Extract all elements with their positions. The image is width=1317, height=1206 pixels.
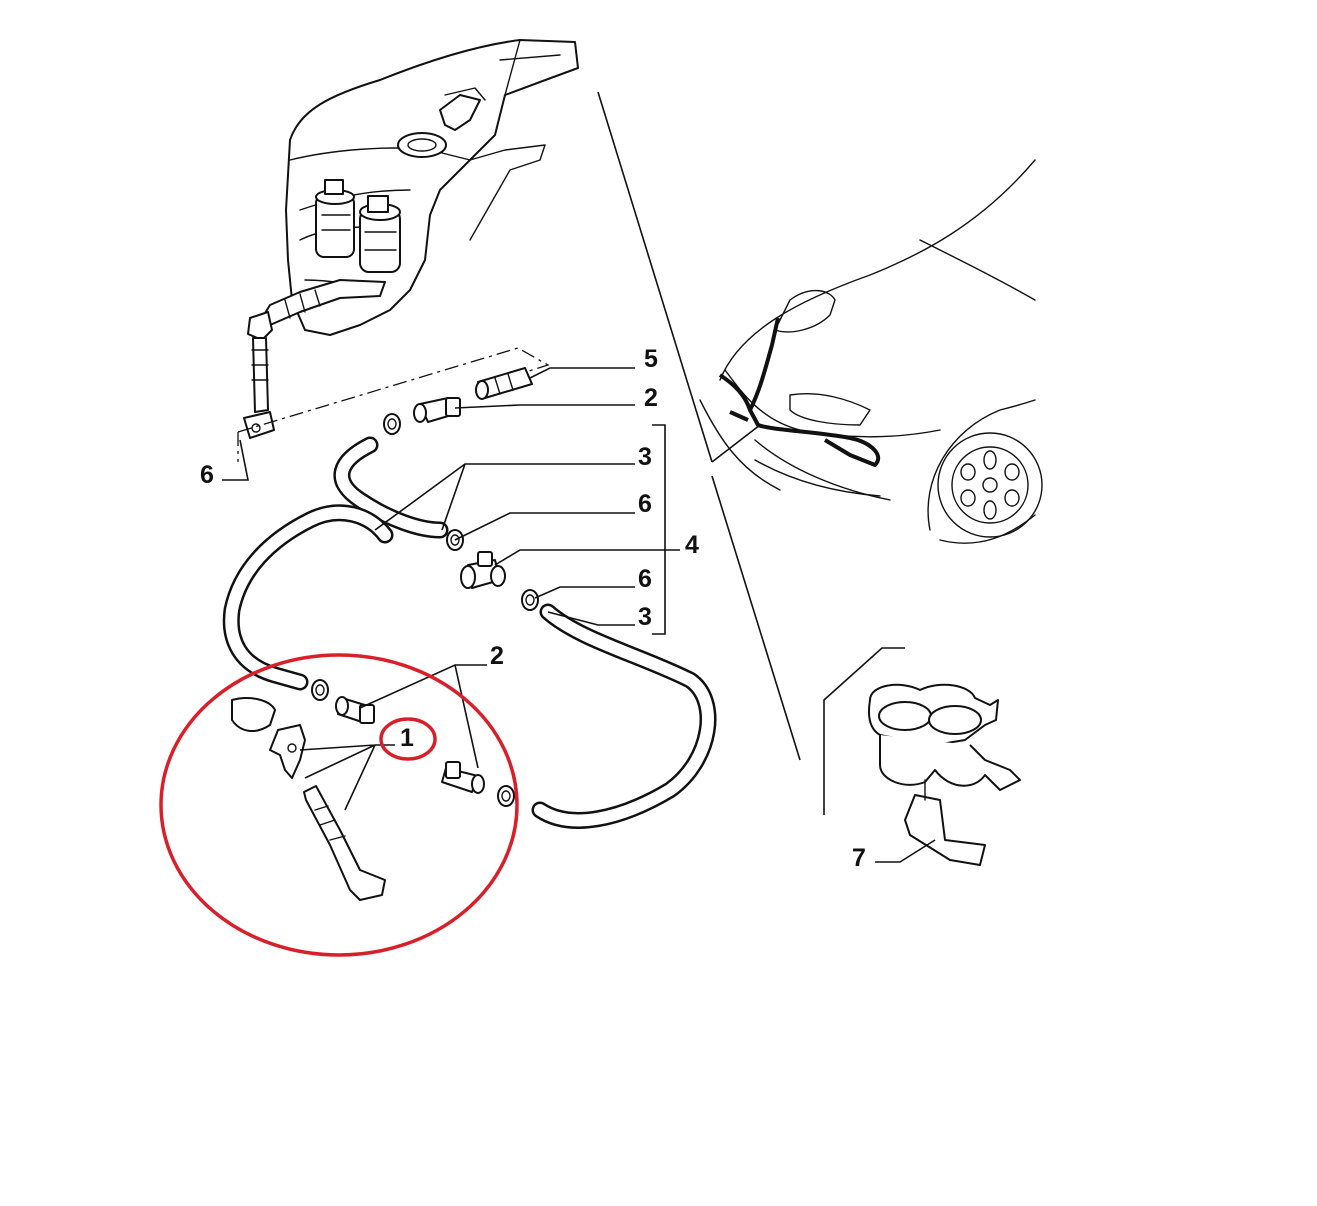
callout-5: 5 — [644, 345, 658, 373]
washer-pump-left — [315, 179, 355, 258]
red-highlight-markup — [159, 653, 519, 957]
hose-upper-short — [333, 436, 449, 539]
callout-2-lower: 2 — [490, 642, 504, 670]
hose-main-right-loop — [531, 603, 717, 829]
part-4-t-connector — [460, 551, 506, 589]
callout-3-lower: 3 — [638, 603, 652, 631]
callout-6-right-upper: 6 — [638, 490, 652, 518]
callout-6-left: 6 — [200, 461, 214, 489]
part-5-connector — [475, 367, 533, 400]
callout-7: 7 — [852, 844, 866, 872]
callout-3-upper: 3 — [638, 443, 652, 471]
callout-labels: 5 2 3 6 4 6 3 2 1 6 7 — [200, 345, 866, 872]
callout-4: 4 — [685, 531, 699, 559]
part-6-clip-right-hose — [497, 785, 515, 807]
callout-1: 1 — [400, 724, 414, 752]
highlight-ellipse-nozzle-area — [159, 653, 519, 957]
guide-lines — [597, 91, 801, 761]
callout-leaders — [222, 367, 936, 863]
part-2-lower-fitting-right — [441, 761, 485, 794]
part-2-lower-fitting-left — [335, 696, 375, 724]
callout-6-right-lower: 6 — [638, 565, 652, 593]
part-6-clip-left-hose — [311, 679, 329, 701]
washer-pump-right — [359, 195, 401, 273]
pump-outlet-pipe — [243, 279, 386, 439]
hose-main-left-loop — [222, 504, 394, 691]
part-7-hose-clip — [823, 647, 1021, 866]
callout-2-upper: 2 — [644, 384, 658, 412]
part-2-upper-fitting — [413, 397, 461, 423]
highlight-circle-part-1 — [379, 717, 437, 761]
part-6-clip-upper — [383, 413, 401, 435]
part-6-clip-lower — [521, 589, 539, 611]
part-1-headlamp-washer-nozzle — [231, 697, 386, 901]
sub-assembly-boundary — [237, 347, 550, 462]
car-front-view — [699, 159, 1043, 544]
